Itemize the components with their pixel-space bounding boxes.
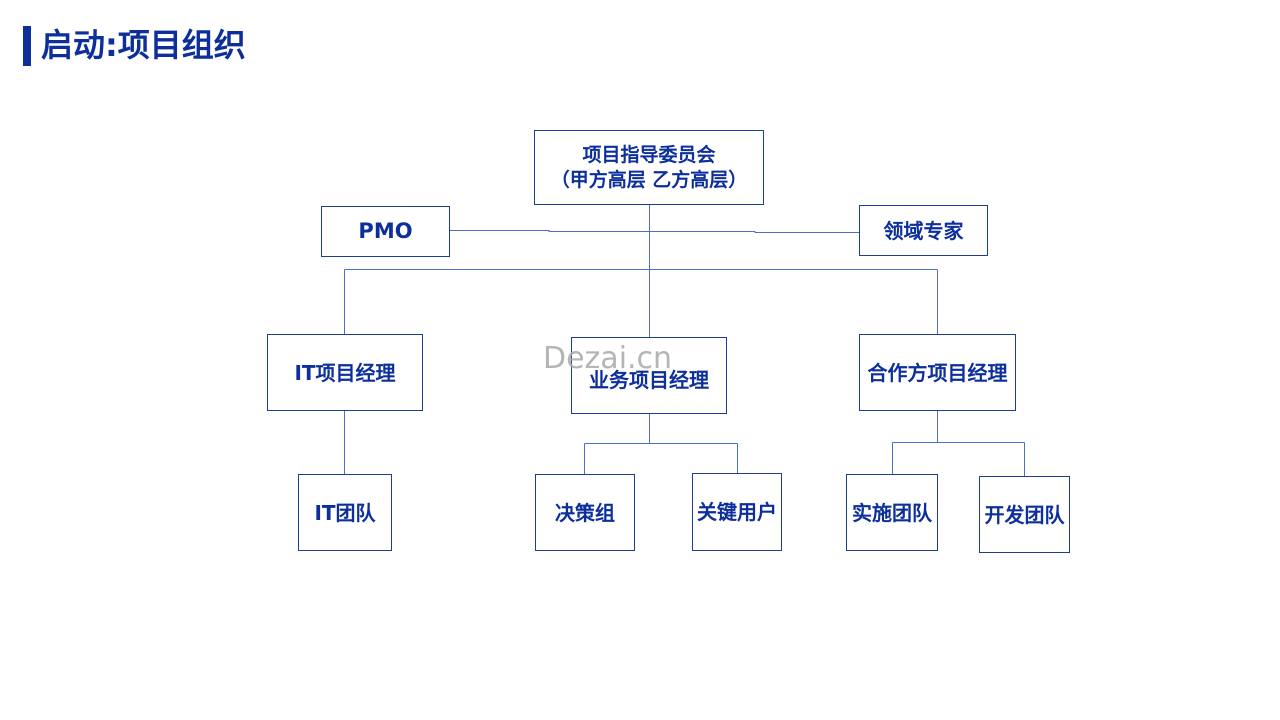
node-decision-group-label: 决策组	[555, 500, 615, 525]
slide-title: 启动:项目组织	[41, 26, 246, 64]
node-key-users: 关键用户	[692, 473, 782, 551]
node-it-pm: IT项目经理	[267, 334, 423, 411]
node-pmo-label: PMO	[358, 218, 413, 243]
node-domain-expert-label: 领域专家	[883, 218, 964, 243]
connector-pmo	[450, 230, 650, 232]
node-domain-expert: 领域专家	[859, 205, 988, 256]
node-steering-line1: 项目指导委员会	[582, 143, 716, 166]
node-impl-team-label: 实施团队	[852, 500, 932, 525]
node-decision-group: 决策组	[535, 474, 635, 551]
node-pmo: PMO	[321, 206, 450, 257]
node-biz-pm-label: 业务项目经理	[589, 367, 709, 392]
node-partner-pm-label: 合作方项目经理	[867, 360, 1008, 385]
title-accent-bar	[23, 26, 31, 66]
node-impl-team: 实施团队	[846, 474, 938, 551]
node-dev-team-label: 开发团队	[984, 502, 1065, 527]
node-key-users-label: 关键用户	[697, 500, 777, 524]
node-it-pm-label: IT项目经理	[294, 360, 396, 385]
node-biz-pm: 业务项目经理	[571, 337, 727, 414]
node-it-team-label: IT团队	[314, 500, 376, 525]
node-partner-pm: 合作方项目经理	[859, 334, 1016, 411]
watermark: Dezai.cn	[543, 341, 673, 376]
node-it-team: IT团队	[298, 474, 392, 551]
node-dev-team: 开发团队	[979, 476, 1070, 553]
node-steering-committee: 项目指导委员会 （甲方高层 乙方高层）	[534, 130, 764, 205]
node-steering-line2: （甲方高层 乙方高层）	[550, 168, 748, 191]
connector-domain-expert	[649, 231, 859, 233]
